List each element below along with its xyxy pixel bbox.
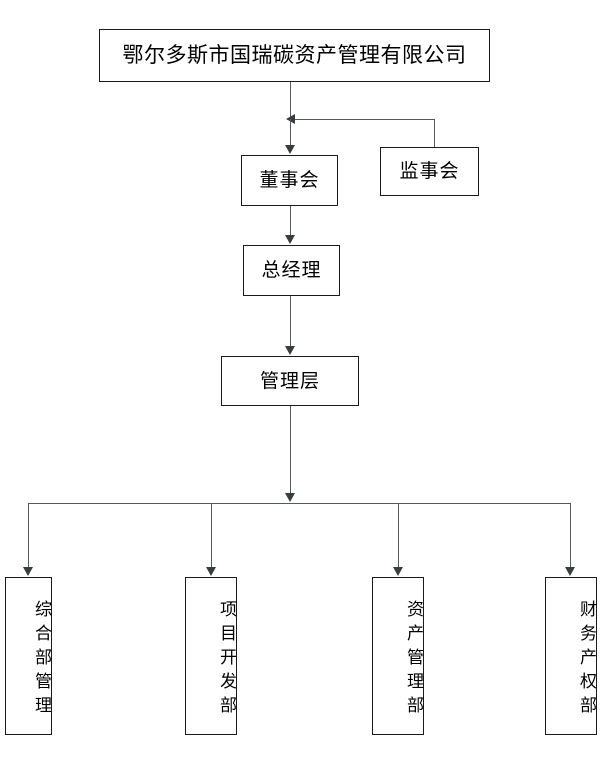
node-company-root[interactable]: 鄂尔多斯市国瑞碳资产管理有限公司 [99,29,490,82]
node-department-finance-property-rights[interactable]: 财务产权部 [545,577,597,735]
node-management-layer[interactable]: 管理层 [221,356,359,406]
node-general-manager[interactable]: 总经理 [243,245,340,296]
connector-supervisor-riser [434,119,435,147]
arrowhead-down-dept-2 [206,567,216,576]
connector-root-to-junction [290,82,291,119]
node-department-asset-management[interactable]: 资产管理部 [372,577,424,735]
connector-board-to-gm [290,206,291,236]
node-department-project-development[interactable]: 项目开发部 [185,577,237,735]
connector-supervisor-to-trunk [290,119,434,120]
arrowhead-down-bus [285,493,295,502]
node-board-of-directors[interactable]: 董事会 [241,155,338,206]
arrowhead-down-dept-4 [565,567,575,576]
connector-junction-to-board [290,119,291,146]
arrowhead-down-board [285,145,295,154]
connector-management-to-bus [290,406,291,494]
node-board-of-supervisors[interactable]: 监事会 [380,147,479,196]
arrowhead-down-dept-1 [23,567,33,576]
arrowhead-down-management [285,346,295,355]
connector-bus-to-dept-3 [398,503,399,569]
arrowhead-down-gm [285,235,295,244]
arrowhead-down-dept-3 [393,567,403,576]
node-department-general-affairs[interactable]: 综合部管理 [5,577,52,735]
connector-gm-to-management [290,296,291,347]
connector-department-bus [28,503,570,504]
connector-bus-to-dept-4 [570,503,571,569]
connector-bus-to-dept-1 [28,503,29,569]
connector-bus-to-dept-2 [211,503,212,569]
